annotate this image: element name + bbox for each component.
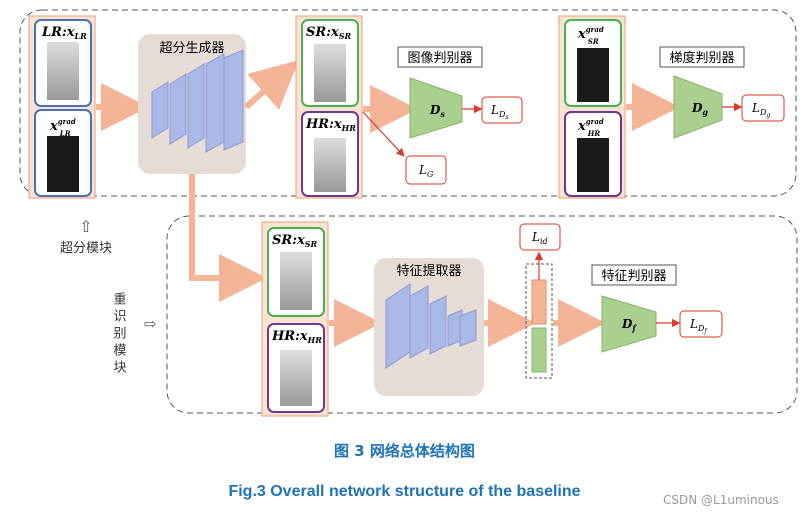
sr-generator-title: 超分生成器: [159, 41, 224, 56]
feature-discriminator-shape: [601, 295, 657, 353]
hr-person-image-reid: [280, 350, 312, 406]
sr-generator-blocks: [151, 49, 244, 153]
lr-grad-sup: grad: [58, 117, 76, 126]
svg-text:SR:xSR: SR:xSR: [306, 25, 352, 41]
feature-extractor-title: 特征提取器: [396, 263, 461, 279]
sr-label-reid: SR: [272, 233, 292, 248]
dg-sub: g: [702, 107, 708, 117]
sr-grad-image: [577, 48, 609, 102]
lr-grad-image: [47, 136, 79, 192]
svg-text:LR:xLR: LR:xLR: [41, 25, 87, 41]
svg-text:HR:xHR: HR:xHR: [305, 117, 356, 133]
svg-text:SR:xSR: SR:xSR: [272, 233, 318, 249]
lds-subsub: s: [505, 114, 508, 121]
lg-sub: G: [427, 170, 434, 179]
caption-english: Fig.3 Overall network structure of the b…: [228, 483, 581, 500]
super-resolution-module-frame: [19, 9, 797, 197]
sr-grad-sup: grad: [586, 25, 604, 34]
loss-lds-box: [481, 96, 523, 124]
watermark: CSDN @L1uminous: [663, 493, 779, 507]
loss-lg-box: [405, 155, 447, 185]
loss-lid-box: [519, 223, 561, 251]
image-discriminator-shape: [409, 77, 463, 139]
lr-label: LR: [41, 25, 62, 40]
feature-extractor-blocks: [385, 283, 477, 369]
lr-grad-sub: LR: [59, 129, 71, 138]
gradient-discriminator-title: 梯度判别器: [669, 50, 734, 66]
hr-grad-sup: grad: [586, 117, 604, 126]
hr-sub-top: HR: [341, 123, 357, 133]
sr-sub-top: SR: [339, 31, 352, 41]
feature-discriminator-label: [591, 264, 677, 286]
df-sub: f: [631, 323, 637, 333]
sr-grad-sub: SR: [588, 37, 599, 46]
lr-person-image: [47, 42, 79, 100]
hr-grad-sub: HR: [587, 129, 601, 138]
image-discriminator-label: [397, 46, 483, 68]
ldf-subsub: f: [703, 328, 708, 335]
hr-grad-image: [577, 138, 609, 192]
hr-label-top: HR: [305, 117, 329, 132]
lid-sub: id: [540, 237, 548, 246]
sr-module-name: 超分模块: [60, 241, 112, 256]
hr-person-image-top: [314, 138, 346, 192]
caption-chinese: 图 3 网络总体结构图: [334, 442, 475, 460]
ldf-sub: D: [697, 324, 705, 333]
sr-person-image-reid: [280, 252, 312, 310]
lds-sub: D: [498, 110, 506, 119]
image-discriminator-title: 图像判别器: [407, 51, 472, 66]
hr-label-reid: HR: [271, 329, 295, 344]
sr-label-top: SR: [306, 25, 326, 40]
feature-discriminator-title: 特征判别器: [601, 269, 666, 284]
gradient-discriminator-shape: [673, 75, 723, 139]
svg-text:⇧: ⇧: [79, 217, 92, 236]
sr-sub-reid: SR: [305, 239, 318, 249]
lr-sub: LR: [74, 31, 88, 41]
hr-sub-reid: HR: [307, 335, 323, 345]
ds-sub: s: [440, 109, 445, 119]
ldg-subsub: g: [766, 112, 770, 119]
feature-vector-bottom: [531, 327, 547, 373]
ldg-sub: D: [759, 108, 767, 117]
loss-ldf-box: [679, 310, 723, 338]
svg-text:HR:xHR: HR:xHR: [271, 329, 322, 345]
svg-text:⇨: ⇨: [144, 315, 157, 333]
feature-vector-top: [531, 279, 547, 325]
reid-module-frame: [166, 215, 798, 414]
loss-ldg-box: [741, 94, 785, 122]
reid-module-name: 重识别模块: [111, 291, 127, 377]
sr-person-image-top: [314, 44, 346, 102]
gradient-discriminator-label: [659, 46, 745, 68]
